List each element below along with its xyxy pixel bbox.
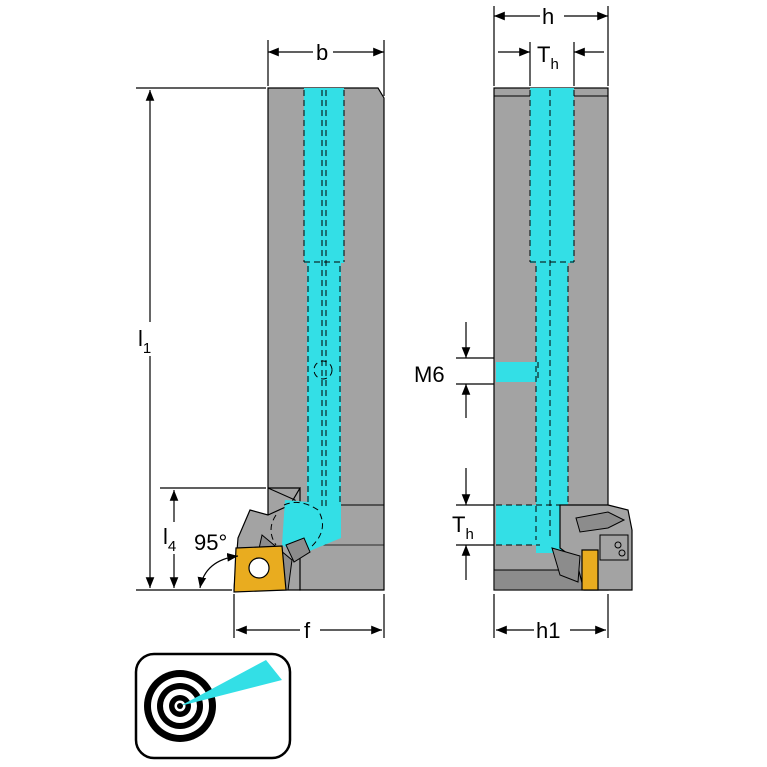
internal-coolant-icon <box>134 652 292 760</box>
dim-b-label: b <box>316 40 328 65</box>
dim-h-label: h <box>542 4 554 29</box>
dim-angle-label: 95° <box>194 530 227 555</box>
dim-l1-label: l1 <box>138 326 151 357</box>
dim-f-label: f <box>304 618 311 643</box>
front-insert <box>233 545 287 593</box>
dim-m6-label: M6 <box>414 362 445 387</box>
front-coolant-lower <box>307 263 341 510</box>
front-view <box>233 87 385 593</box>
dim-th-lower-label: Th <box>452 512 474 543</box>
dim-l4-label: l4 <box>163 524 176 555</box>
dim-h1-label: h1 <box>536 618 560 643</box>
side-head <box>551 504 633 591</box>
side-view <box>493 87 633 591</box>
dim-th-label: Th <box>537 42 559 73</box>
front-coolant-upper <box>304 88 344 263</box>
side-coolant-upper <box>530 88 574 263</box>
side-insert <box>581 549 599 591</box>
side-coolant-m6-port <box>496 362 538 382</box>
